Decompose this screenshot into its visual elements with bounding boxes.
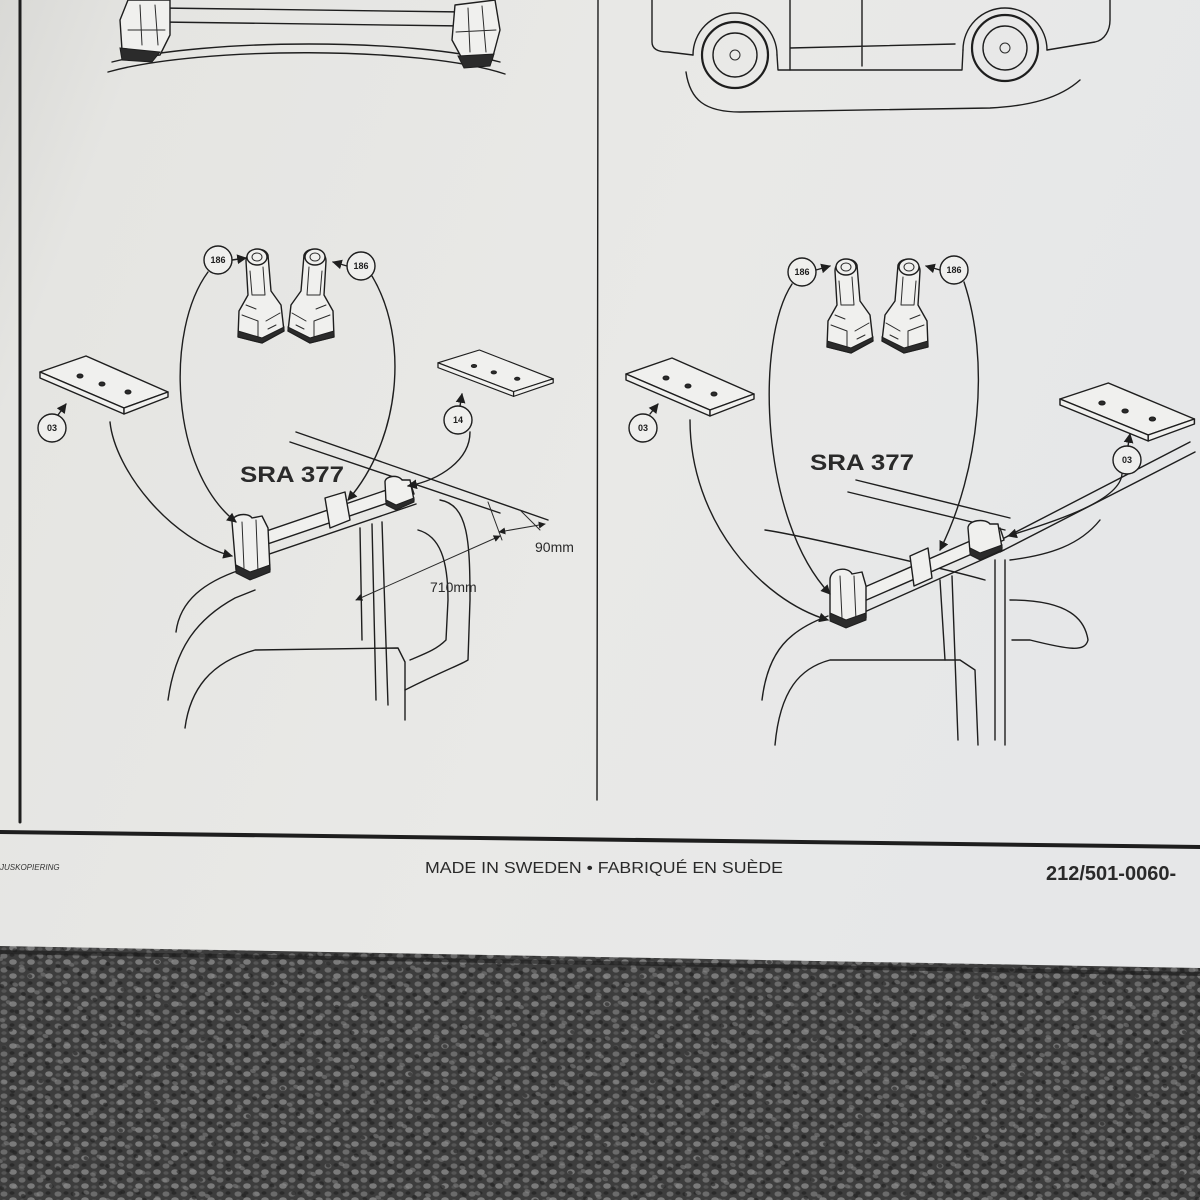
assembly-arrow-foot-right — [939, 281, 980, 551]
car-underbody — [685, 71, 1081, 113]
callout-foot-right: 186 — [332, 251, 376, 281]
bar-foot-middle — [909, 547, 933, 587]
bar-foot-left — [829, 568, 867, 629]
callout-label: 186 — [946, 265, 961, 275]
assembly-arrow-foot-right — [347, 275, 396, 501]
assembly-arrow-foot-left — [179, 271, 237, 523]
callout-foot-right: 186 — [925, 255, 969, 285]
callout-label: 03 — [638, 423, 648, 433]
assembly-arrow-pad-left — [689, 419, 829, 623]
car-sill — [776, 49, 964, 71]
side-window — [1009, 599, 1089, 649]
rack-foot-right — [451, 0, 501, 69]
callout-label: 14 — [453, 415, 463, 425]
assembly-arrow-pad-right — [1007, 473, 1123, 539]
crossbar-lower-edge — [245, 503, 417, 563]
assembly-arrow-pad-right — [407, 431, 471, 490]
front-wheel-arch — [692, 12, 778, 56]
callout-label: 186 — [353, 261, 368, 271]
right-assembly-panel: 186 186 03 03 SRA 377 — [625, 255, 1196, 746]
model-label: SRA 377 — [240, 462, 344, 487]
callout-foot-left: 186 — [787, 257, 831, 287]
footer-rule — [0, 830, 1200, 849]
dimension-label-large: 710mm — [430, 579, 477, 595]
dimension-label-small: 90mm — [535, 539, 574, 555]
front-wheel — [700, 20, 770, 90]
assembly-arrow-pad-left — [109, 421, 233, 559]
rear-wheel-arch — [962, 7, 1048, 51]
footer-left-fragment: JUSKOPIERING — [0, 863, 60, 872]
door-frame — [774, 659, 979, 746]
callout-pad-left: 03 — [628, 403, 659, 443]
rack-foot-left — [119, 0, 171, 63]
callout-pad-right: 03 — [1112, 433, 1142, 475]
callout-pad-right: 14 — [443, 393, 473, 435]
pillars — [939, 559, 1006, 746]
crossbar-lower-edge — [841, 549, 1005, 623]
left-assembly-panel: 186 186 03 14 SRA 377 90mm 710mm — [37, 245, 574, 729]
paper-shadow — [0, 950, 1200, 976]
car-front — [651, 0, 694, 56]
roof-edge-inner — [167, 589, 256, 701]
roof-edge-rear — [1009, 519, 1101, 561]
callout-label: 186 — [794, 267, 809, 277]
crossbar — [159, 7, 466, 27]
dimension-line-large — [355, 535, 501, 601]
car-doors — [789, 0, 956, 71]
roof-edge — [175, 569, 241, 633]
callout-label: 03 — [47, 423, 57, 433]
door-frame — [184, 647, 406, 729]
callout-label: 186 — [210, 255, 225, 265]
model-label: SRA 377 — [810, 450, 914, 475]
dimension-line-small — [498, 521, 546, 535]
footer-part-number: 212/501-0060- — [1046, 863, 1176, 885]
top-left-rack-drawing — [107, 0, 506, 75]
rear-wheel — [970, 13, 1040, 83]
bar-foot-right — [967, 519, 1003, 561]
footer-origin: MADE IN SWEDEN • FABRIQUÉ EN SUÈDE — [425, 858, 783, 877]
car-rear — [1046, 0, 1111, 51]
bar-foot-right — [384, 475, 415, 511]
assembly-arrow-foot-left — [768, 283, 831, 595]
panel-divider — [596, 0, 599, 801]
instruction-sheet — [0, 0, 1200, 968]
top-right-car-drawing — [651, 0, 1111, 113]
roof-edge — [761, 615, 829, 701]
bar-foot-left — [231, 513, 271, 581]
callout-foot-left: 186 — [203, 245, 247, 275]
callout-label: 03 — [1122, 455, 1132, 465]
roof-line — [764, 529, 986, 581]
bar-foot-middle — [324, 491, 351, 529]
callout-pad-left: 03 — [37, 403, 67, 443]
